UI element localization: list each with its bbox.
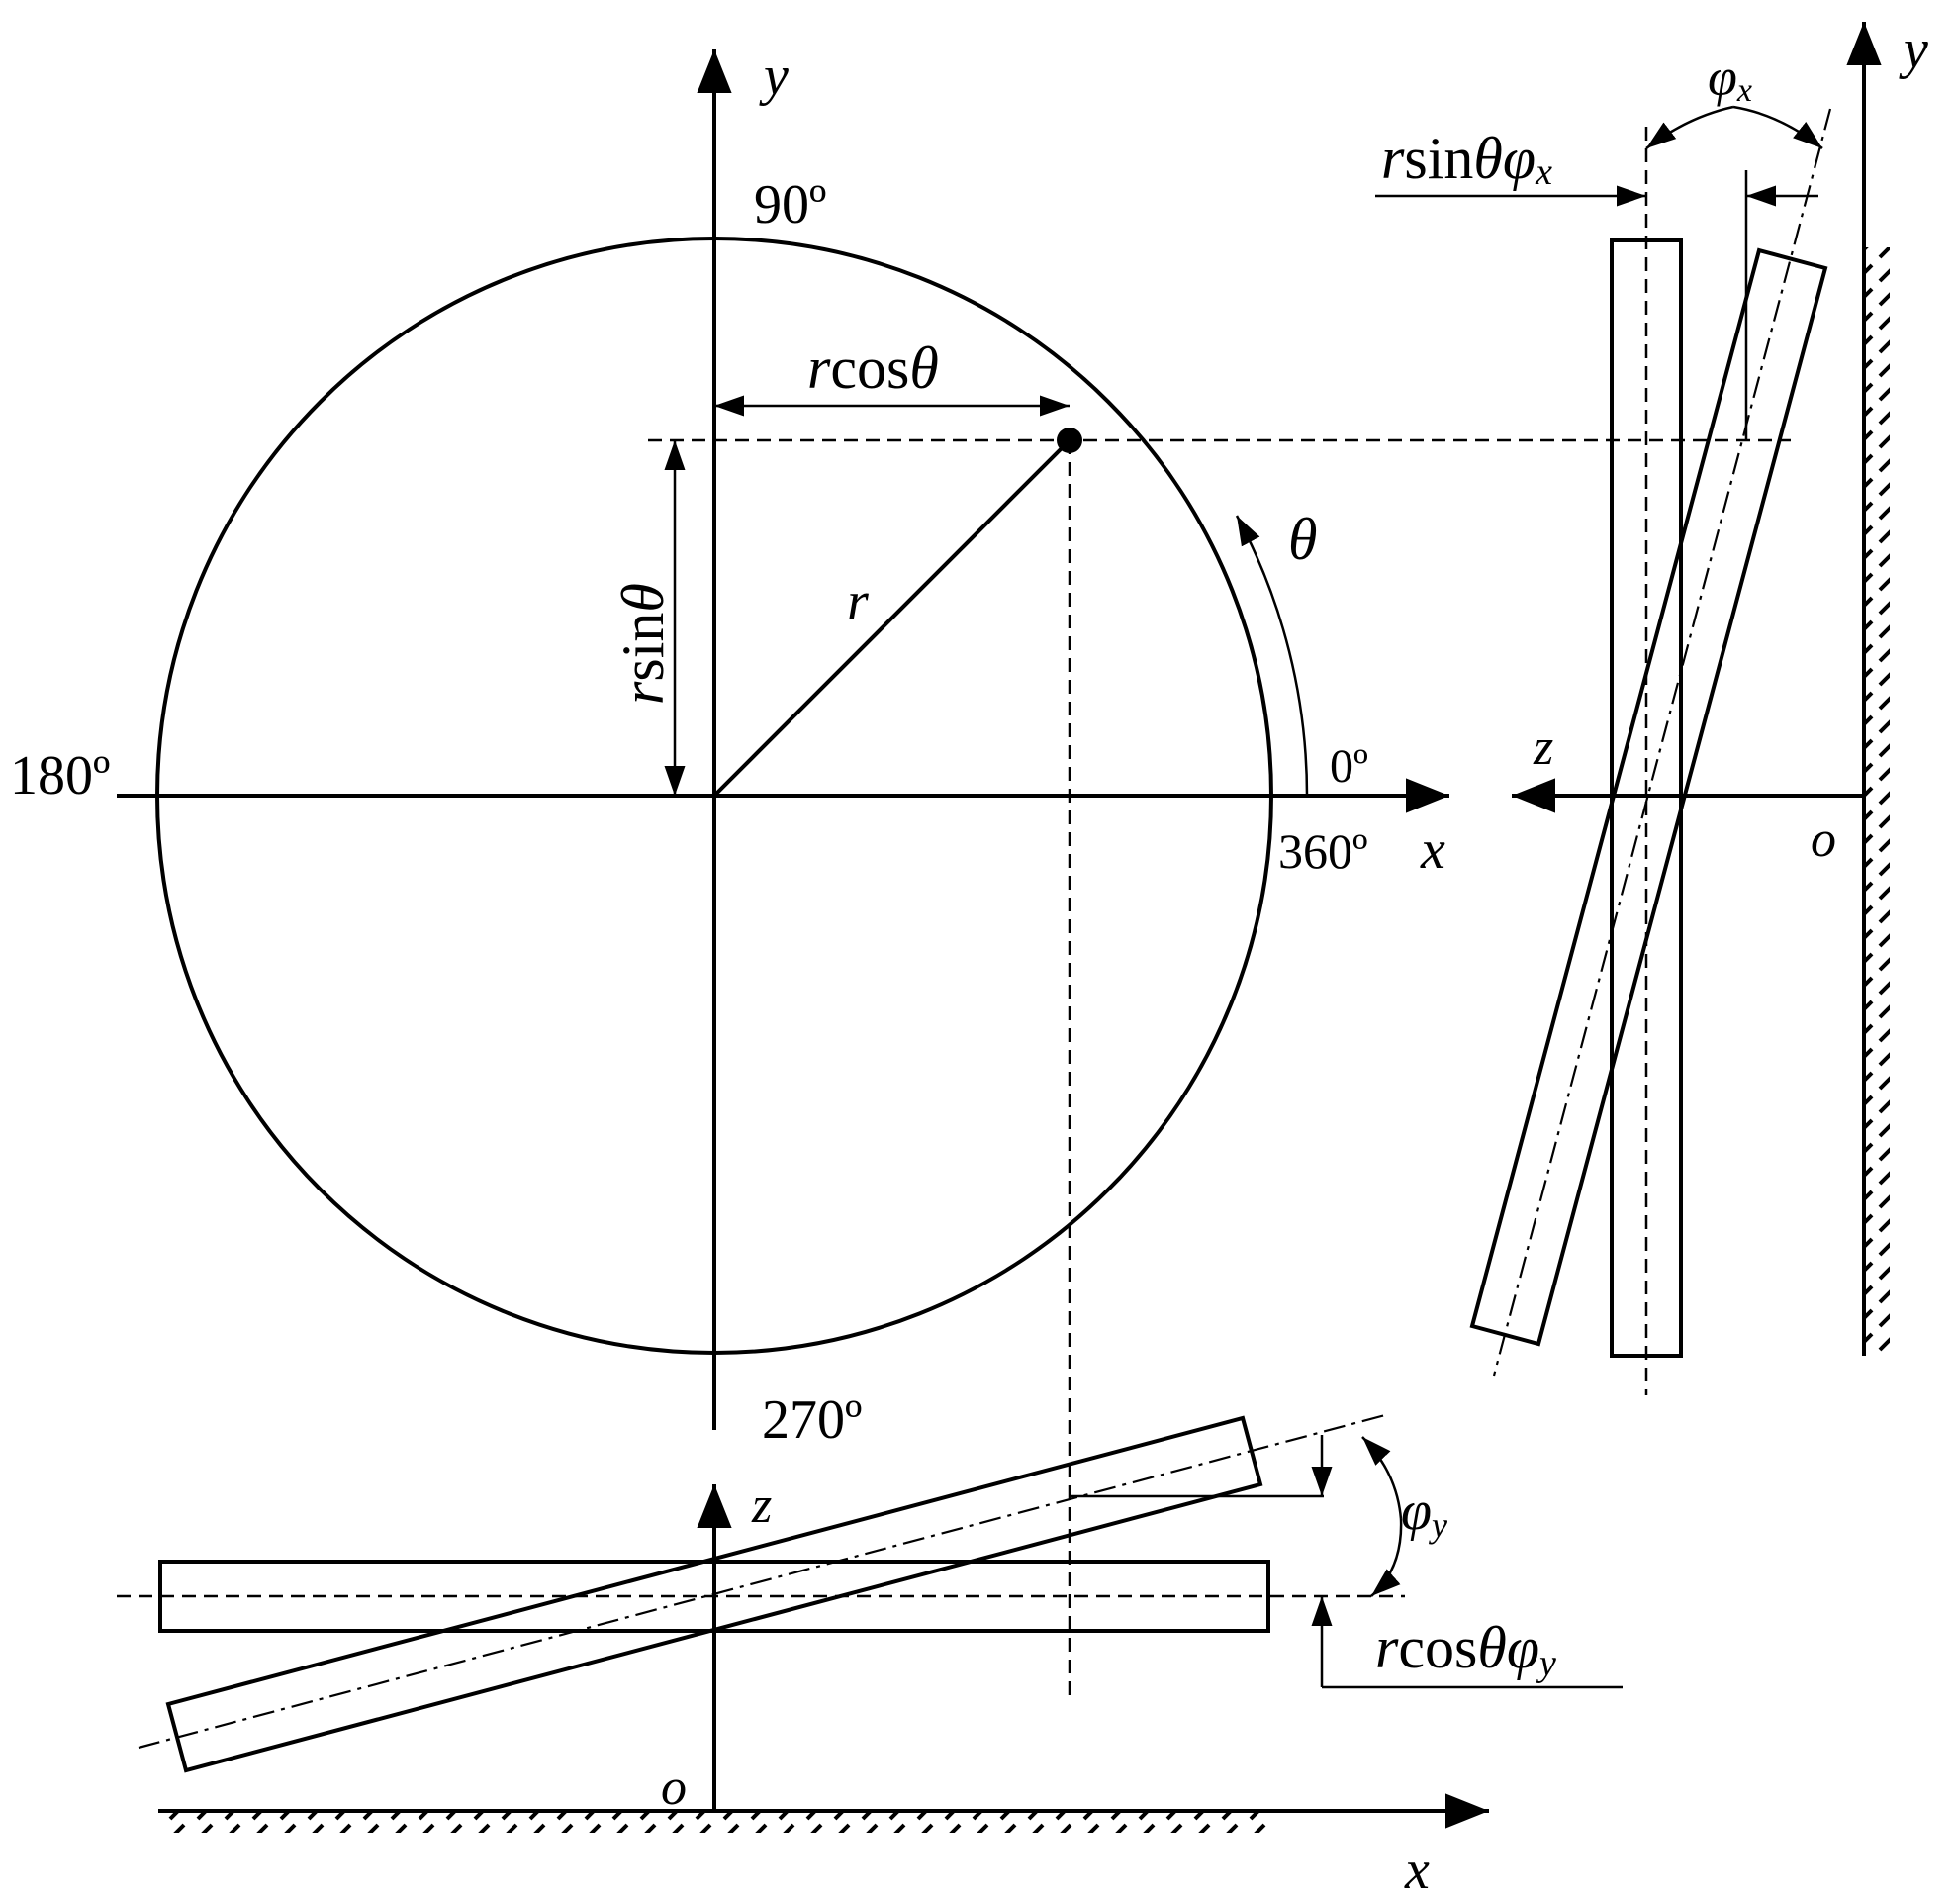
- side-view: y z o φx rsinθφx: [1375, 19, 1928, 1395]
- theta-rotation-arrow: [1235, 515, 1309, 797]
- label-0-degrees: 0º: [1330, 740, 1368, 793]
- label-180-degrees: 180º: [10, 745, 110, 807]
- side-tilted-centerline: [1492, 108, 1832, 1377]
- side-z-axis-label: z: [1533, 719, 1553, 776]
- y-axis-label: y: [759, 46, 789, 107]
- side-origin-label: o: [1811, 811, 1836, 868]
- bottom-x-axis-label: x: [1404, 1840, 1430, 1901]
- label-90-degrees: 90º: [754, 174, 826, 236]
- phi-x-angle-arrow: [1645, 105, 1734, 149]
- ground-hatching: [160, 1811, 1268, 1833]
- label-360-degrees: 360º: [1278, 823, 1368, 879]
- phi-y-label: φy: [1401, 1480, 1447, 1545]
- phi-x-label: φx: [1708, 48, 1752, 109]
- bottom-origin-label: o: [661, 1760, 687, 1816]
- phi-y-angle-arrow-up: [1361, 1436, 1403, 1520]
- theta-label: θ: [1288, 507, 1317, 572]
- side-y-axis-label: y: [1899, 19, 1928, 80]
- phi-y-angle-arrow-down: [1370, 1518, 1403, 1597]
- rcos-theta-phi-y-label: rcosθφy: [1375, 1615, 1556, 1684]
- label-270-degrees: 270º: [762, 1389, 862, 1451]
- radius-label: r: [847, 571, 869, 632]
- side-wall-hatching: [1864, 247, 1890, 1356]
- rcos-theta-label: rcosθ: [807, 335, 939, 401]
- bottom-tilted-centerline: [138, 1413, 1386, 1750]
- bottom-tilted-plate: [165, 1415, 1263, 1773]
- phi-x-angle-arrow-right: [1732, 105, 1823, 149]
- radius-line: [712, 438, 1071, 798]
- side-tilted-plate: [1469, 247, 1828, 1347]
- x-axis-label: x: [1420, 819, 1445, 881]
- front-view: y x 90º 180º 270º 0º 360º r θ rcosθ rsin…: [10, 46, 1791, 1697]
- rsin-theta-phi-x-label: rsinθφx: [1381, 126, 1552, 193]
- bottom-z-axis-label: z: [751, 1477, 772, 1534]
- rsin-theta-label: rsinθ: [610, 583, 676, 705]
- bottom-view: z x o φy rcosθφy: [117, 1413, 1623, 1901]
